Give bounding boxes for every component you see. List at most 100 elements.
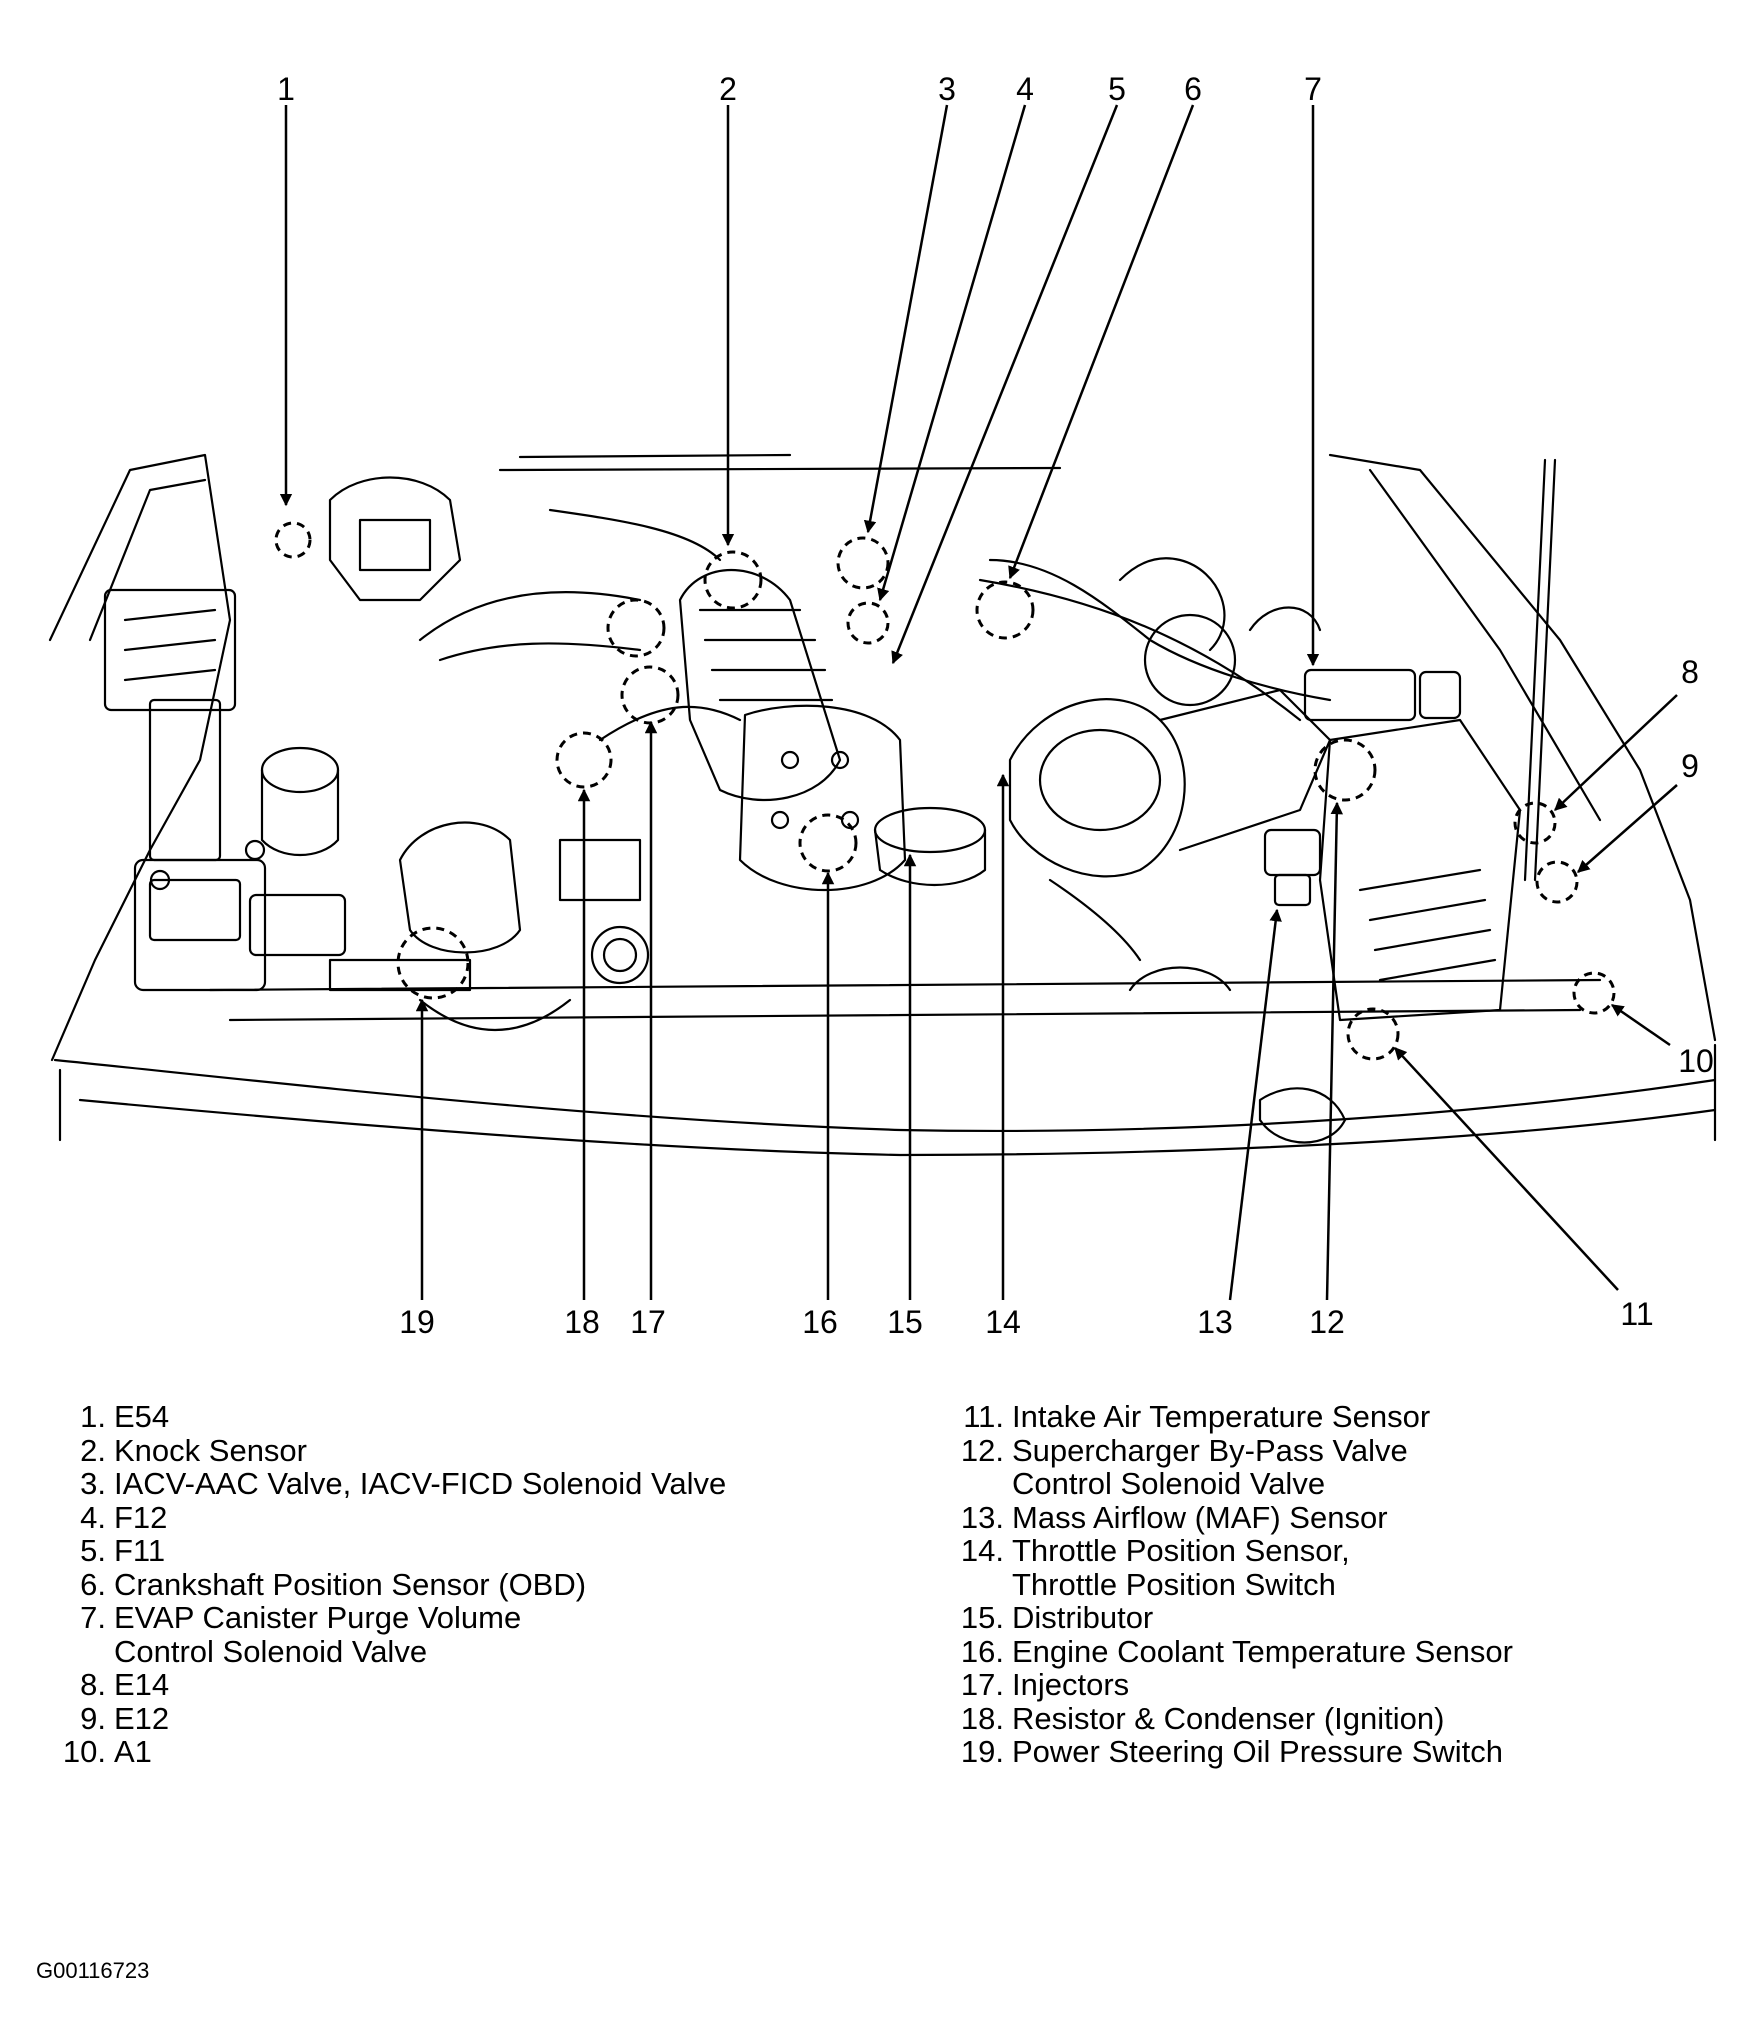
target-circle-8	[1513, 801, 1557, 845]
legend-right-column: 11.Intake Air Temperature Sensor 12.Supe…	[950, 1400, 1513, 1769]
legend-item-12-cont: Control Solenoid Valve	[950, 1467, 1513, 1501]
legend-label: E14	[114, 1667, 170, 1702]
target-circle-10	[1572, 971, 1616, 1015]
callout-number-10: 10	[1678, 1043, 1714, 1079]
legend-number: 13.	[960, 1499, 1004, 1535]
callout-number-4: 4	[1016, 71, 1034, 107]
target-circle-19	[396, 926, 470, 1000]
legend-number: 4.	[80, 1499, 106, 1535]
target-circle-17a	[606, 598, 666, 658]
legend-label: Crankshaft Position Sensor (OBD)	[114, 1566, 587, 1602]
engine-compartment-drawing	[48, 453, 1717, 1157]
legend-number: 11.	[963, 1399, 1004, 1434]
callout-number-13: 13	[1197, 1304, 1233, 1340]
target-circle-9	[1535, 860, 1579, 904]
legend-number: 9.	[80, 1700, 106, 1736]
legend-label-continued: Control Solenoid Valve	[1012, 1466, 1326, 1501]
legend-item-8: 8.E14	[52, 1668, 726, 1702]
legend-label: Mass Airflow (MAF) Sensor	[1012, 1499, 1388, 1535]
legend-item-5: 5.F11	[52, 1534, 726, 1568]
callout-number-19: 19	[399, 1304, 435, 1340]
target-circle-16	[798, 813, 858, 873]
leader-8	[1554, 694, 1678, 811]
legend-number: 14.	[960, 1533, 1004, 1568]
leader-9	[1577, 784, 1678, 873]
legend-label-continued: Throttle Position Switch	[1012, 1566, 1336, 1602]
callout-number-14: 14	[985, 1304, 1021, 1340]
legend-label: Power Steering Oil Pressure Switch	[1012, 1734, 1504, 1769]
legend-item-9: 9.E12	[52, 1700, 726, 1736]
legend-item-15: 15.Distributor	[950, 1601, 1513, 1635]
callout-number-6: 6	[1184, 71, 1202, 107]
target-circle-2	[703, 550, 763, 610]
legend-label: Throttle Position Sensor,	[1012, 1533, 1350, 1568]
legend-item-11: 11.Intake Air Temperature Sensor	[950, 1400, 1513, 1434]
legend-number: 8.	[80, 1667, 106, 1702]
legend-item-3: 3.IACV-AAC Valve, IACV-FICD Solenoid Val…	[52, 1467, 726, 1501]
legend-item-4: 4.F12	[52, 1499, 726, 1535]
target-circle-6	[975, 580, 1035, 640]
legend-number: 12.	[960, 1432, 1004, 1468]
legend-number: 15.	[960, 1600, 1004, 1635]
callout-number-15: 15	[887, 1304, 923, 1340]
legend-item-18: 18.Resistor & Condenser (Ignition)	[950, 1700, 1513, 1736]
leader-4	[877, 104, 1027, 602]
legend-number: 16.	[960, 1633, 1004, 1669]
figure-code: G00116723	[36, 1958, 150, 1983]
leader-11	[1394, 1047, 1619, 1291]
callout-number-7: 7	[1304, 71, 1322, 107]
legend-item-17: 17.Injectors	[950, 1668, 1513, 1702]
leader-10	[1610, 1003, 1671, 1047]
legend-label: A1	[114, 1734, 152, 1769]
legend-number: 6.	[80, 1566, 106, 1602]
legend-number: 7.	[80, 1600, 106, 1635]
legend-item-16: 16.Engine Coolant Temperature Sensor	[950, 1633, 1513, 1669]
legend-number: 1.	[80, 1399, 106, 1434]
leader-5	[891, 104, 1119, 665]
target-circle-4	[846, 601, 890, 645]
legend-label-continued: Control Solenoid Valve	[114, 1633, 428, 1669]
callout-number-8: 8	[1681, 654, 1699, 690]
legend-label: Supercharger By-Pass Valve	[1012, 1432, 1408, 1468]
legend-item-2: 2.Knock Sensor	[52, 1432, 726, 1468]
legend-item-7: 7.EVAP Canister Purge Volume	[52, 1601, 726, 1635]
legend-label: Resistor & Condenser (Ignition)	[1012, 1700, 1445, 1736]
callout-numbers: 1 2 3 4 5 6 7 8 9 10 11 12 13 14 15 16 1…	[277, 71, 1714, 1340]
legend-item-13: 13.Mass Airflow (MAF) Sensor	[950, 1499, 1513, 1535]
legend-item-14: 14.Throttle Position Sensor,	[950, 1534, 1513, 1568]
legend-label: Injectors	[1012, 1667, 1130, 1702]
legend-number: 19.	[960, 1734, 1004, 1769]
legend-item-6: 6.Crankshaft Position Sensor (OBD)	[52, 1566, 726, 1602]
leader-13	[1228, 908, 1282, 1301]
legend-number: 18.	[960, 1700, 1004, 1736]
callout-number-17: 17	[630, 1304, 666, 1340]
leader-12	[1325, 801, 1344, 1301]
callout-number-3: 3	[938, 71, 956, 107]
callout-number-5: 5	[1108, 71, 1126, 107]
leader-6	[1008, 104, 1195, 580]
callout-number-11: 11	[1620, 1296, 1653, 1332]
legend-number: 5.	[80, 1533, 106, 1568]
callout-number-16: 16	[802, 1304, 838, 1340]
leader-3	[863, 104, 949, 534]
callout-target-circles	[274, 521, 1616, 1061]
legend-number: 3.	[80, 1466, 106, 1501]
legend-item-14-cont: Throttle Position Switch	[950, 1566, 1513, 1602]
engine-bay-diagram: 1 2 3 4 5 6 7 8 9 10 11 12 13 14 15 16 1…	[48, 71, 1717, 1340]
legend-label: EVAP Canister Purge Volume	[114, 1600, 522, 1635]
legend-item-19: 19.Power Steering Oil Pressure Switch	[950, 1735, 1513, 1769]
callout-number-9: 9	[1681, 748, 1699, 784]
legend-label: F11	[114, 1533, 166, 1568]
legend-number: 10.	[62, 1734, 106, 1769]
callout-number-12: 12	[1309, 1304, 1345, 1340]
legend-label: IACV-AAC Valve, IACV-FICD Solenoid Valve	[114, 1466, 727, 1501]
legend-label: Engine Coolant Temperature Sensor	[1012, 1633, 1513, 1669]
callout-number-1: 1	[277, 71, 295, 107]
legend-label: Distributor	[1012, 1600, 1154, 1635]
callout-number-2: 2	[719, 71, 737, 107]
legend-item-1: 1.E54	[52, 1400, 726, 1434]
legend-number: 17.	[960, 1667, 1004, 1702]
callout-number-18: 18	[564, 1304, 600, 1340]
legend-label: Knock Sensor	[114, 1432, 307, 1468]
legend-label: F12	[114, 1499, 168, 1535]
